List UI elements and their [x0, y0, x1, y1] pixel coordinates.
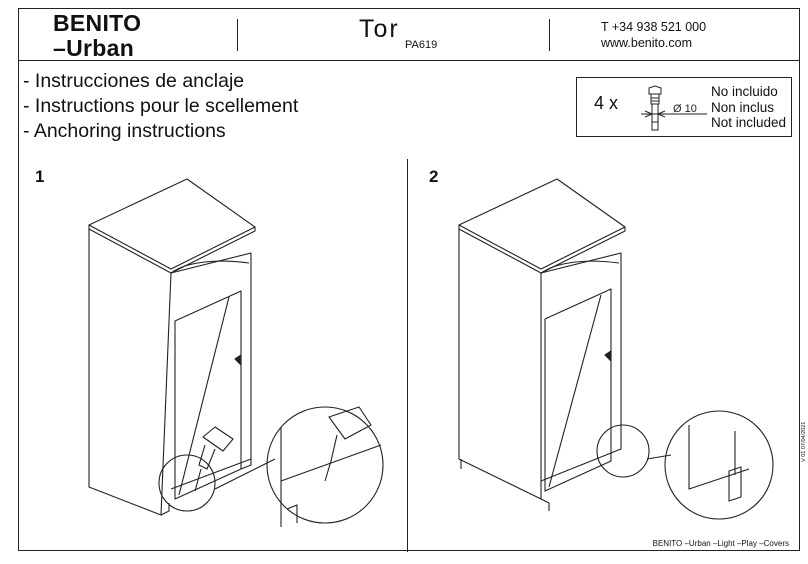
- step-2-illustration: [458, 178, 774, 520]
- not-included-es: No incluido: [711, 84, 778, 99]
- title-french: - Instructions pour le scellement: [23, 95, 299, 117]
- title-english: - Anchoring instructions: [23, 120, 226, 142]
- product-code: PA619: [405, 39, 438, 51]
- brand-line-2: –Urban: [53, 35, 135, 61]
- instruction-sheet: BENITO –Urban Tor PA619 T +34 938 521 00…: [18, 8, 800, 552]
- footer-brand-list: BENITO –Urban –Light –Play –Covers: [652, 539, 789, 548]
- anchor-bolt-callout: 4 x Ø 10 No incluido Non inclus Not incl…: [576, 77, 792, 137]
- header-divider: [549, 19, 550, 51]
- step-divider: [407, 159, 408, 552]
- brand-line-1: BENITO: [53, 10, 142, 36]
- step-1-number: 1: [35, 167, 45, 186]
- step-2-number: 2: [429, 167, 439, 186]
- header: BENITO –Urban Tor PA619 T +34 938 521 00…: [19, 9, 799, 61]
- not-included-fr: Non inclus: [711, 99, 775, 115]
- product-name: Tor: [359, 15, 400, 43]
- version-stamp: V 01 07/04/2021: [801, 421, 807, 462]
- contact-info: T +34 938 521 000 www.benito.com: [601, 19, 706, 51]
- website: www.benito.com: [601, 36, 693, 50]
- brand-logo: BENITO –Urban: [53, 11, 141, 61]
- bolt-quantity: 4 x: [594, 93, 619, 113]
- title-spanish: - Instrucciones de anclaje: [23, 70, 245, 92]
- phone-number: T +34 938 521 000: [601, 20, 707, 34]
- step-1-illustration: [88, 178, 384, 527]
- not-included-note: No incluido Non inclus Not included: [711, 84, 786, 131]
- instruction-titles: - Instrucciones de anclaje - Instruction…: [23, 69, 298, 144]
- bolt-diameter: Ø 10: [673, 103, 697, 115]
- header-divider: [237, 19, 238, 51]
- not-included-en: Not included: [711, 115, 787, 130]
- anchor-bolt-icon: Ø 10: [641, 85, 707, 131]
